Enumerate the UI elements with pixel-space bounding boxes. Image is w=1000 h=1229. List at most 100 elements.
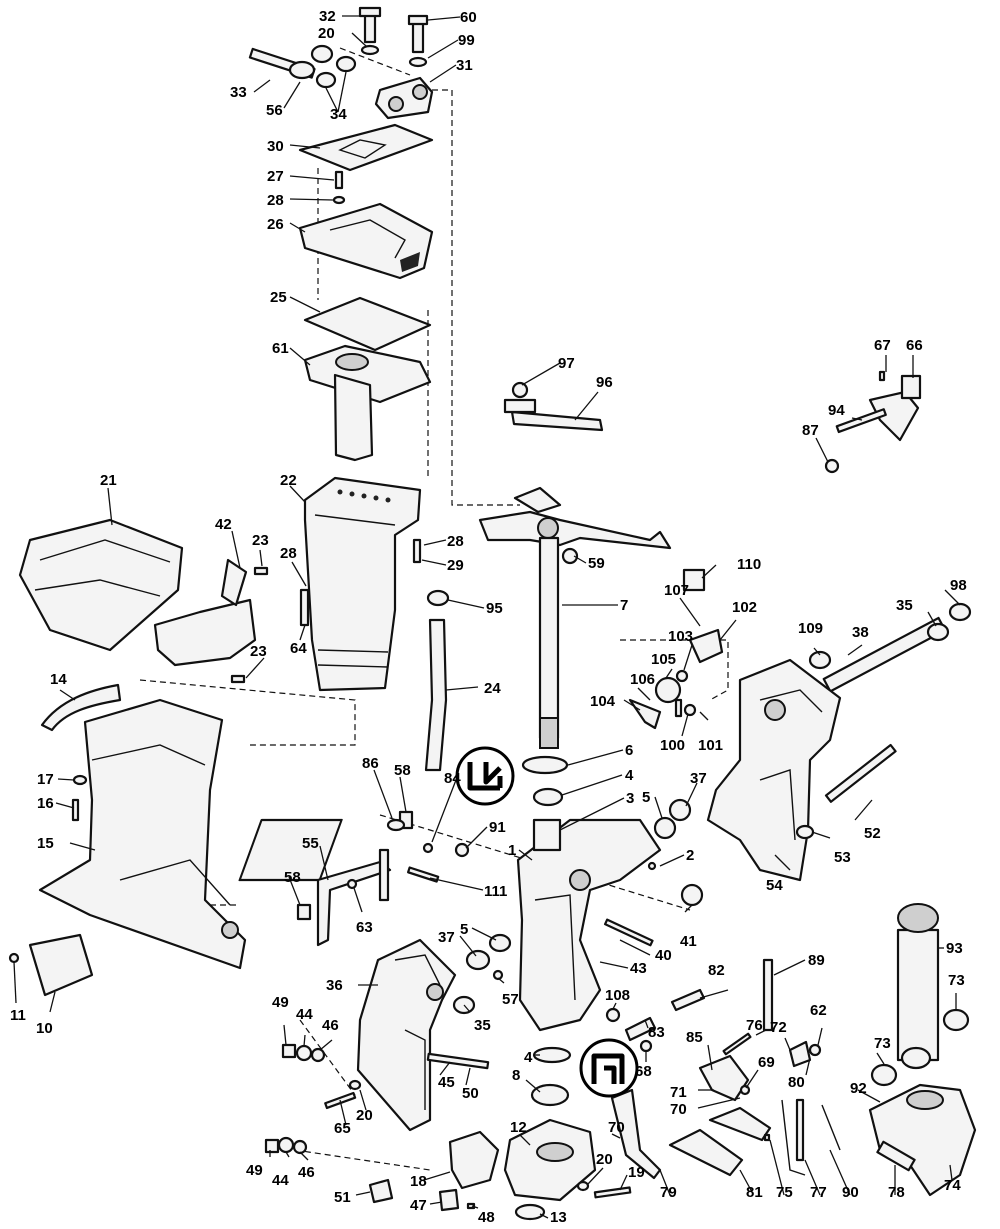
- part-number-label: 65: [334, 1120, 351, 1137]
- part-number-label: 68: [635, 1063, 652, 1080]
- part-number-label: 58: [394, 762, 411, 779]
- part-number-label: 4: [524, 1049, 533, 1066]
- part-number-label: 85: [686, 1029, 703, 1046]
- part-number-label: 45: [438, 1074, 455, 1091]
- tilt-tube: [808, 602, 972, 693]
- part-number-label: 46: [322, 1017, 339, 1034]
- part-number-label: 82: [708, 962, 725, 979]
- part-number-label: 49: [272, 994, 289, 1011]
- steering-yoke: [438, 1118, 632, 1221]
- part-number-label: 81: [746, 1184, 763, 1201]
- adapter-gasket: [298, 123, 434, 172]
- tilt-lever-assembly: [503, 370, 922, 474]
- part-number-label: 64: [290, 640, 307, 657]
- part-number-label: 6: [625, 742, 633, 759]
- part-number-label: 105: [651, 651, 676, 668]
- part-number-label: 102: [732, 599, 757, 616]
- part-number-label: 107: [664, 582, 689, 599]
- part-number-label: 100: [660, 737, 685, 754]
- part-number-label: 13: [550, 1209, 567, 1226]
- midsection-housing: [38, 698, 247, 970]
- part-number-label: 20: [356, 1107, 373, 1124]
- part-number-label: 5: [460, 921, 468, 938]
- part-number-label: 87: [802, 422, 819, 439]
- part-number-label: 84: [444, 770, 461, 787]
- part-number-label: 42: [215, 516, 232, 533]
- upper-mount-housing: [303, 296, 432, 462]
- part-number-label: 55: [302, 835, 319, 852]
- part-number-label: 36: [326, 977, 343, 994]
- part-number-label: 8: [512, 1067, 520, 1084]
- part-number-label: 41: [680, 933, 697, 950]
- part-number-label: 24: [484, 680, 501, 697]
- part-number-label: 14: [50, 671, 67, 688]
- part-number-label: 40: [655, 947, 672, 964]
- water-tube: [424, 589, 450, 772]
- part-number-label: 111: [484, 883, 507, 900]
- stern-bracket-right: [706, 658, 897, 882]
- left-hardware: [264, 1043, 490, 1204]
- part-number-label: 20: [596, 1151, 613, 1168]
- part-number-labels: 32 20 60 99 31 33 56 34 30 27 28 26 25 6…: [10, 8, 967, 1226]
- part-number-label: 25: [270, 289, 287, 306]
- bushings-lower: [530, 1046, 572, 1107]
- swivel-bracket-hardware: [248, 6, 434, 120]
- tilt-cylinder: [868, 903, 977, 1197]
- part-number-label: 109: [798, 620, 823, 637]
- part-number-label: 54: [766, 877, 783, 894]
- part-number-label: 62: [810, 1002, 827, 1019]
- cowl-side-panel: [153, 558, 269, 684]
- part-number-label: 58: [284, 869, 301, 886]
- part-number-label: 21: [100, 472, 117, 489]
- part-number-label: 34: [330, 106, 347, 123]
- steering-linkage-parts: [628, 568, 724, 730]
- part-number-label: 23: [250, 643, 267, 660]
- grommet-strip: [40, 683, 122, 732]
- part-number-label: 27: [267, 168, 284, 185]
- part-number-label: 47: [410, 1197, 427, 1214]
- part-number-label: 49: [246, 1162, 263, 1179]
- part-number-label: 108: [605, 987, 630, 1004]
- part-number-label: 32: [319, 8, 336, 25]
- part-number-label: 103: [668, 628, 693, 645]
- part-number-label: 3: [626, 790, 634, 807]
- part-number-label: 78: [888, 1184, 905, 1201]
- part-number-label: 28: [447, 533, 464, 550]
- steering-arm-and-driveshaft: [478, 486, 672, 749]
- part-number-label: 29: [447, 557, 464, 574]
- part-number-label: 44: [272, 1172, 289, 1189]
- part-number-label: 38: [852, 624, 869, 641]
- part-number-label: 79: [660, 1184, 677, 1201]
- part-number-label: 19: [628, 1164, 645, 1181]
- lower-cowl: [18, 518, 184, 652]
- part-number-label: 86: [362, 755, 379, 772]
- part-number-label: 92: [850, 1080, 867, 1097]
- swivel-bracket: [238, 818, 662, 1032]
- tube-locator-badge: [455, 746, 515, 806]
- part-number-label: 28: [280, 545, 297, 562]
- part-number-label: 33: [230, 84, 247, 101]
- part-number-label: 66: [906, 337, 923, 354]
- part-number-label: 30: [267, 138, 284, 155]
- part-number-label: 43: [630, 960, 647, 977]
- part-number-label: 31: [456, 57, 473, 74]
- part-number-label: 73: [948, 972, 965, 989]
- part-number-label: 69: [758, 1054, 775, 1071]
- part-number-label: 101: [698, 737, 723, 754]
- part-number-label: 70: [608, 1119, 625, 1136]
- part-number-label: 35: [896, 597, 913, 614]
- part-number-label: 95: [486, 600, 503, 617]
- part-number-label: 52: [864, 825, 881, 842]
- part-number-label: 97: [558, 355, 575, 372]
- part-number-label: 71: [670, 1084, 687, 1101]
- part-number-label: 94: [828, 402, 845, 419]
- part-number-label: 96: [596, 374, 613, 391]
- part-number-label: 37: [690, 770, 707, 787]
- part-number-label: 48: [478, 1209, 495, 1226]
- part-number-label: 99: [458, 32, 475, 49]
- part-number-label: 5: [642, 789, 650, 806]
- part-number-label: 70: [670, 1101, 687, 1118]
- part-number-label: 106: [630, 671, 655, 688]
- part-number-label: 12: [510, 1119, 527, 1136]
- exhaust-adapter: [298, 170, 434, 280]
